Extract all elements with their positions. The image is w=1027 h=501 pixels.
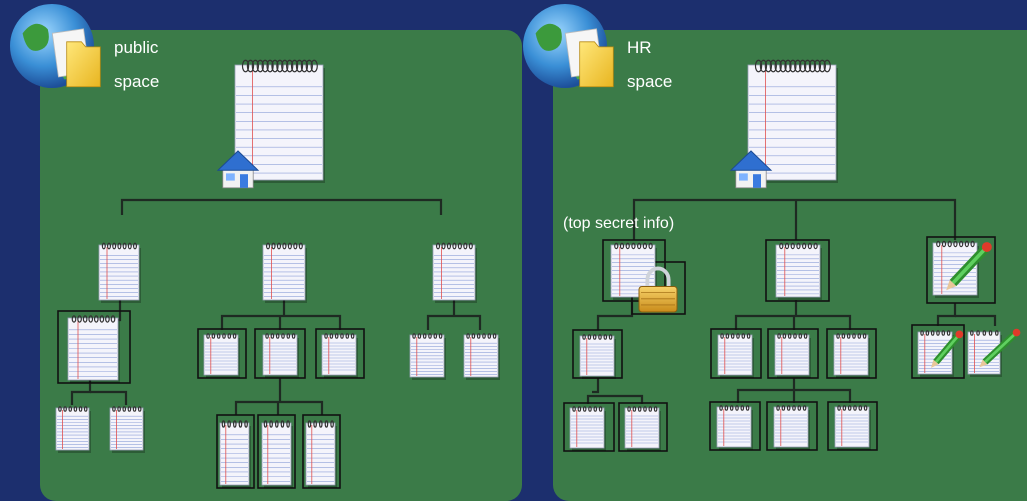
page-frame <box>197 328 247 379</box>
notepad-page-icon <box>579 334 616 379</box>
page-frame <box>254 328 306 379</box>
tree-connector <box>592 378 600 394</box>
home-icon <box>729 150 773 189</box>
page-frame <box>766 401 818 451</box>
tree-connector <box>936 303 957 326</box>
tree-connector <box>426 314 482 330</box>
tree-connector <box>70 380 92 405</box>
notepad-page-icon <box>261 420 293 488</box>
page-frame <box>302 414 341 489</box>
pencil-edit-icon <box>931 330 964 368</box>
notepad-page-icon <box>321 333 358 378</box>
notepad-page-icon <box>932 240 979 298</box>
notepad-page-icon <box>917 330 954 377</box>
page-frame <box>826 328 877 379</box>
notepad-page-icon <box>833 333 870 378</box>
notepad-page-icon <box>773 405 810 450</box>
notepad-page-icon <box>109 406 145 453</box>
public-space-label-line2: space <box>114 72 160 91</box>
notepad-page-icon <box>55 406 91 453</box>
public-space-label-line1: public <box>114 38 159 57</box>
notepad-page-icon <box>219 420 251 488</box>
notepad-page-icon <box>775 242 822 300</box>
tree-connector <box>120 198 443 215</box>
notepad-page-icon <box>262 242 307 303</box>
tree-connector <box>586 394 644 404</box>
hr-space-label-line2: space <box>627 72 673 91</box>
hr-space-label: HR space <box>627 38 672 92</box>
tree-connector <box>90 390 128 405</box>
notepad-home-icon <box>747 59 838 183</box>
page-frame <box>257 414 296 489</box>
page-frame <box>710 328 762 379</box>
notepad-page-icon <box>203 333 240 378</box>
notepad-page-icon <box>432 242 477 303</box>
public-space-label: public space <box>114 38 159 92</box>
edit-page-frame <box>926 236 996 304</box>
page-frame <box>216 414 255 489</box>
notepad-page-icon <box>305 420 337 488</box>
page-frame <box>767 328 819 379</box>
notepad-page-icon <box>569 406 606 451</box>
page-frame <box>827 401 878 451</box>
globe-folder-icon <box>10 4 101 88</box>
notepad-page-icon <box>463 333 500 380</box>
notepad-page-icon <box>262 333 299 378</box>
notepad-page-icon <box>624 406 661 451</box>
page-frame <box>57 310 131 384</box>
notepad-page-icon <box>98 242 141 303</box>
pencil-edit-icon <box>946 242 992 291</box>
globe-folder-icon <box>523 4 614 88</box>
tree-connector <box>632 198 957 240</box>
notepad-page-icon <box>67 315 120 383</box>
tree-connector <box>955 314 997 326</box>
edit-page-frame <box>911 324 965 379</box>
notepad-page-icon <box>717 333 754 378</box>
notepad-page-icon <box>716 405 753 450</box>
page-frame <box>572 329 623 379</box>
pencil-edit-icon <box>979 328 1021 368</box>
tree-connector <box>596 300 634 330</box>
padlock-icon <box>638 266 678 313</box>
page-frame <box>563 402 615 452</box>
hr-space-label-line1: HR <box>627 38 652 57</box>
page-frame <box>315 328 365 379</box>
top-secret-annotation: (top secret info) <box>563 215 675 232</box>
notepad-page-icon <box>834 405 871 450</box>
notepad-page-icon <box>409 333 446 380</box>
notepad-page-icon <box>774 333 811 378</box>
page-frame <box>765 239 830 302</box>
page-frame <box>709 401 761 451</box>
page-frame <box>618 402 668 452</box>
home-icon <box>216 150 260 189</box>
